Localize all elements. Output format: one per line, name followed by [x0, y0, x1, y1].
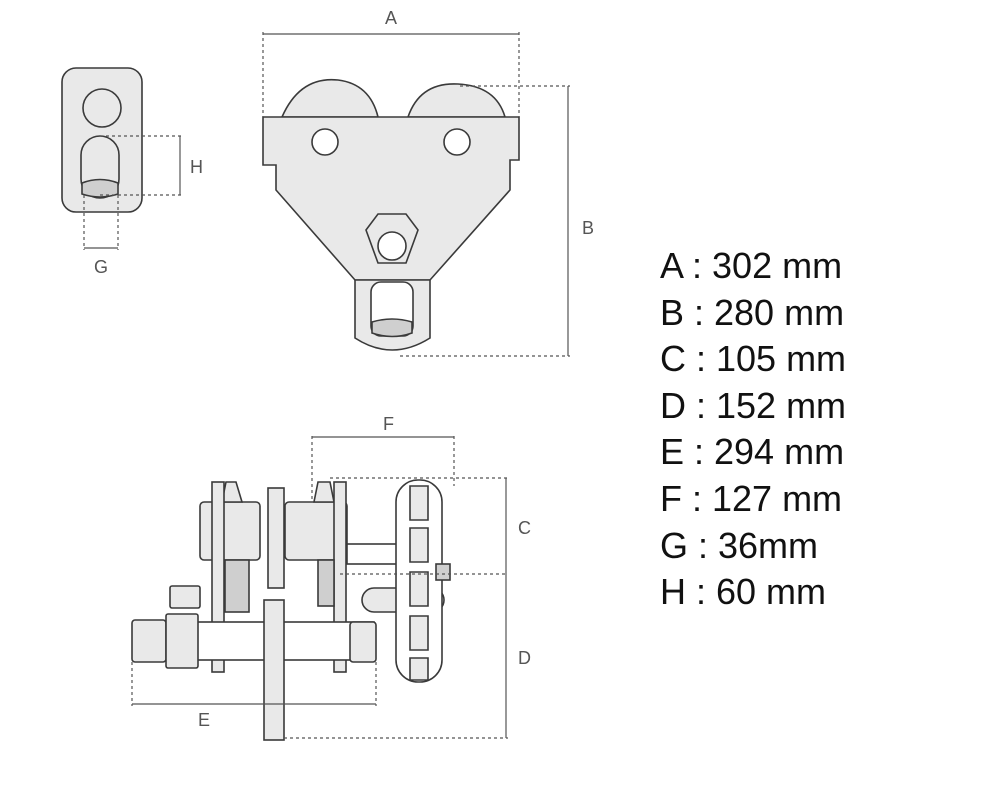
- plan-left-nut: [131, 619, 167, 663]
- plan-flange-left: [221, 481, 244, 503]
- spec-row-h: H : 60 mm: [660, 571, 827, 613]
- dimension-label-b: B: [582, 218, 594, 238]
- plan-view: F C D E: [131, 414, 531, 741]
- front-wheel-right: [406, 83, 507, 118]
- dimension-label-g: G: [94, 257, 108, 277]
- dimension-label-h: H: [190, 157, 203, 177]
- front-nut-center: [377, 231, 407, 261]
- plan-flange-right: [313, 481, 335, 503]
- dimension-label-e: E: [198, 710, 210, 730]
- side-view: H G: [61, 67, 203, 277]
- plan-spacer-left: [224, 559, 250, 613]
- plan-load-bar: [263, 599, 285, 741]
- front-wheel-left: [280, 78, 380, 118]
- plan-chain-lock: [435, 563, 451, 581]
- dimension-label-a: A: [385, 8, 397, 28]
- plan-left-washer: [165, 613, 199, 669]
- plan-gear-shaft: [346, 543, 398, 565]
- hand-chain: [409, 485, 429, 681]
- dimension-label-f: F: [383, 414, 394, 434]
- front-hole-left: [311, 128, 339, 156]
- beam-web: [267, 487, 285, 589]
- front-view: A B: [262, 8, 594, 357]
- plan-right-nut: [349, 621, 377, 663]
- spec-row-c: C : 105 mm: [660, 338, 847, 380]
- plan-spacer-right: [317, 559, 335, 607]
- side-slot-shadow: [81, 178, 119, 198]
- side-bolt-hole: [82, 88, 122, 128]
- front-hole-right: [443, 128, 471, 156]
- spec-row-b: B : 280 mm: [660, 291, 845, 333]
- spec-row-f: F : 127 mm: [660, 477, 843, 519]
- spec-row-d: D : 152 mm: [660, 384, 847, 426]
- dimension-spec-list: A : 302 mm B : 280 mm C : 105 mm D : 152…: [660, 243, 846, 616]
- dimension-label-d: D: [518, 648, 531, 668]
- plan-wheel-left: [199, 501, 261, 561]
- plan-bolt: [169, 585, 201, 609]
- spec-row-e: E : 294 mm: [660, 431, 845, 473]
- dimension-label-c: C: [518, 518, 531, 538]
- front-load-slot-shadow: [371, 318, 413, 338]
- spec-row-a: A : 302 mm: [660, 245, 843, 286]
- spec-row-g: G : 36mm: [660, 524, 819, 566]
